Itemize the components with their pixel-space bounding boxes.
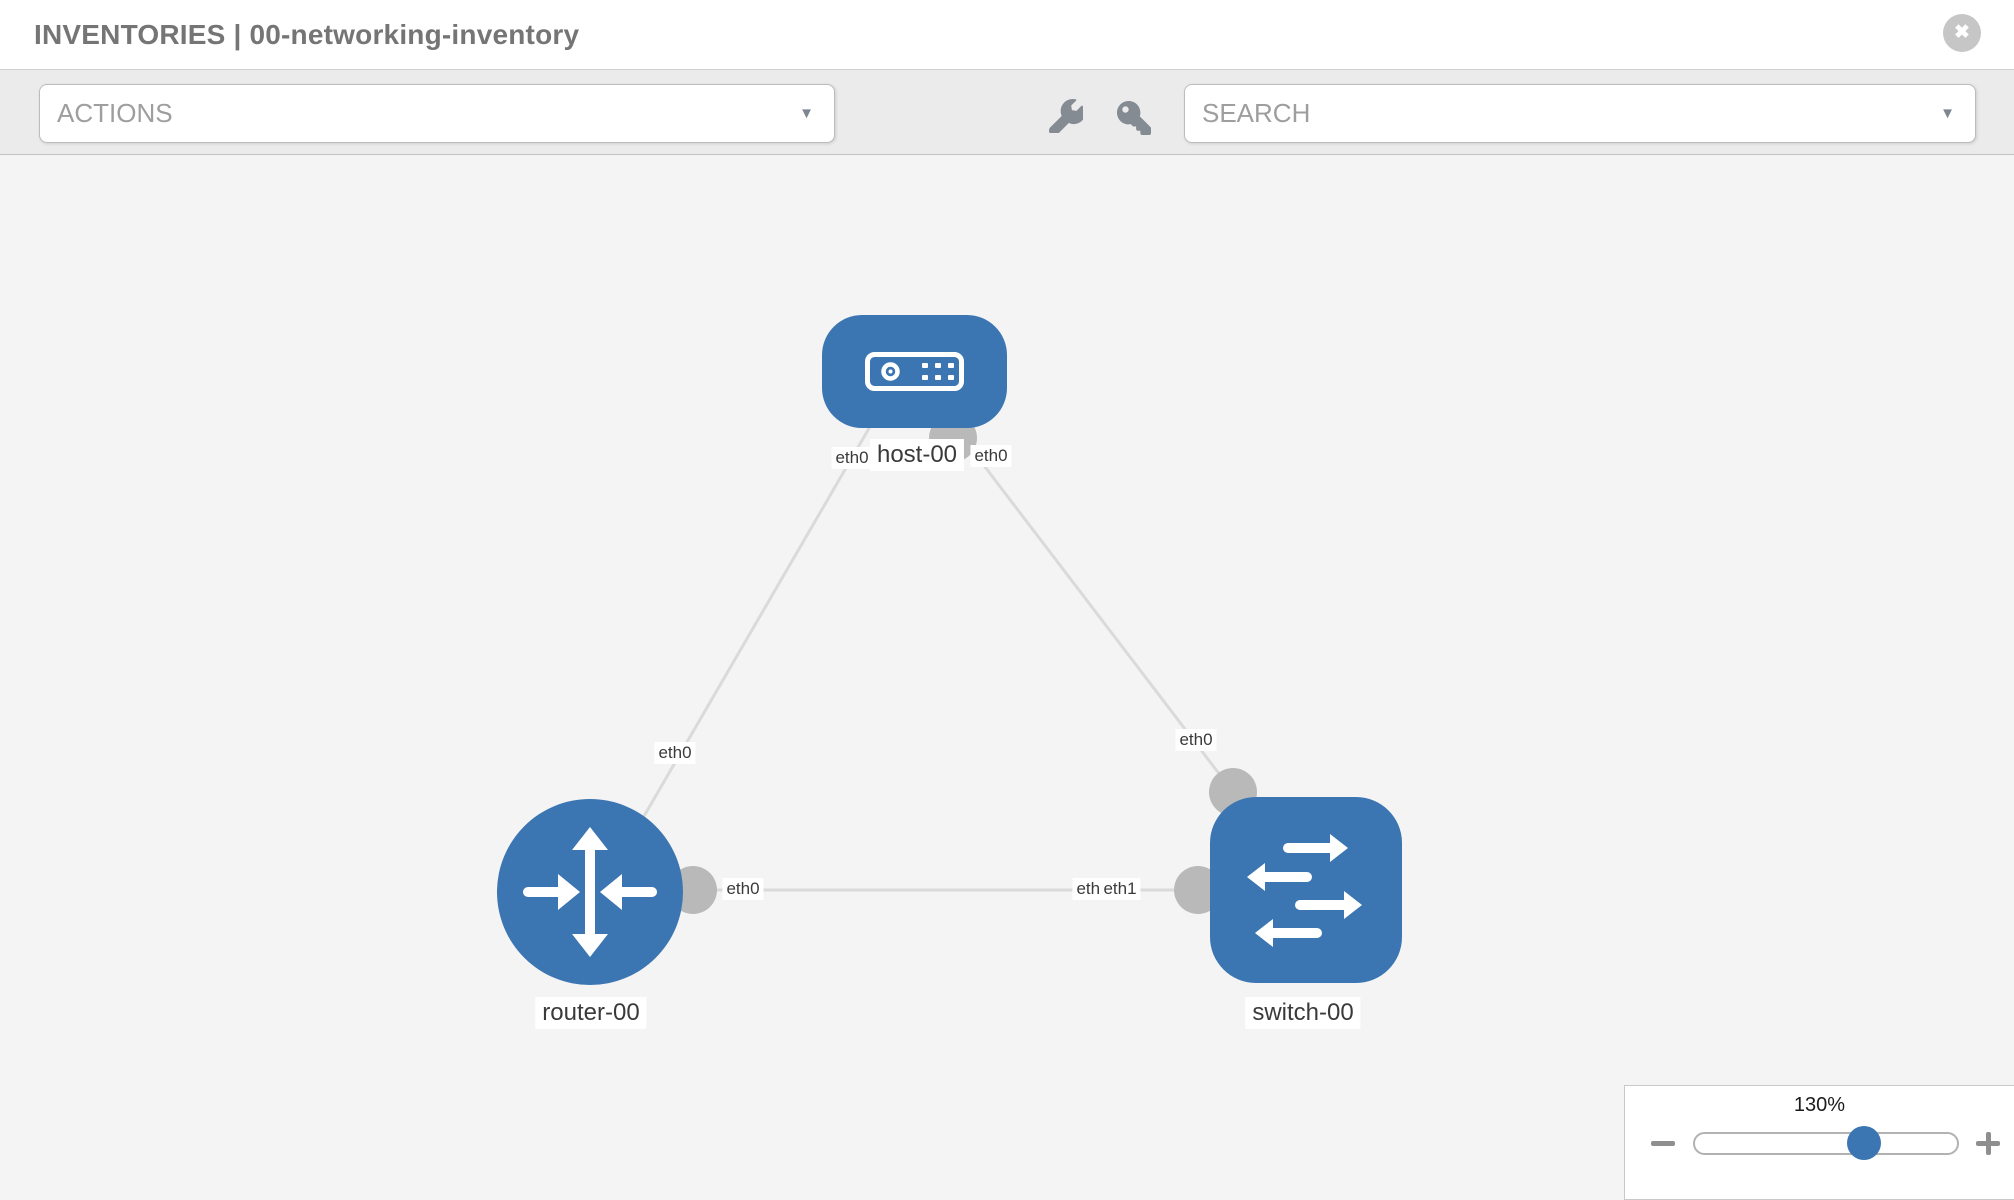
- close-icon[interactable]: ✖: [1943, 14, 1981, 52]
- wrench-icon[interactable]: [1048, 99, 1086, 136]
- link-host-00-switch-00: [948, 420, 1235, 793]
- toolbar: ACTIONS ▼ SEARCH ▼: [0, 70, 2014, 155]
- zoom-slider-thumb[interactable]: [1847, 1126, 1881, 1160]
- node-host-00[interactable]: [822, 315, 1007, 428]
- chevron-down-icon: ▼: [1940, 105, 1955, 122]
- zoom-in-button[interactable]: [1971, 1126, 2005, 1160]
- search-dropdown-label: SEARCH: [1202, 98, 1311, 128]
- zoom-out-button[interactable]: [1646, 1126, 1680, 1160]
- node-router-00[interactable]: [497, 799, 683, 985]
- actions-dropdown[interactable]: ACTIONS ▼: [39, 84, 835, 143]
- node-switch-00[interactable]: [1210, 797, 1402, 983]
- page-title: INVENTORIES | 00-networking-inventory: [34, 19, 580, 50]
- chevron-down-icon: ▼: [799, 105, 814, 122]
- link-host-00-router-00: [598, 417, 877, 893]
- topology-svg: [497, 315, 1402, 985]
- zoom-percent-value: 130%: [1793, 1094, 1846, 1116]
- key-icon[interactable]: [1117, 101, 1151, 135]
- header-bar: INVENTORIES | 00-networking-inventory ✖: [0, 0, 2014, 70]
- zoom-panel: 130%: [1624, 1085, 2014, 1200]
- search-dropdown[interactable]: SEARCH ▼: [1184, 84, 1976, 143]
- zoom-slider-track[interactable]: [1693, 1132, 1959, 1155]
- actions-dropdown-label: ACTIONS: [57, 98, 173, 128]
